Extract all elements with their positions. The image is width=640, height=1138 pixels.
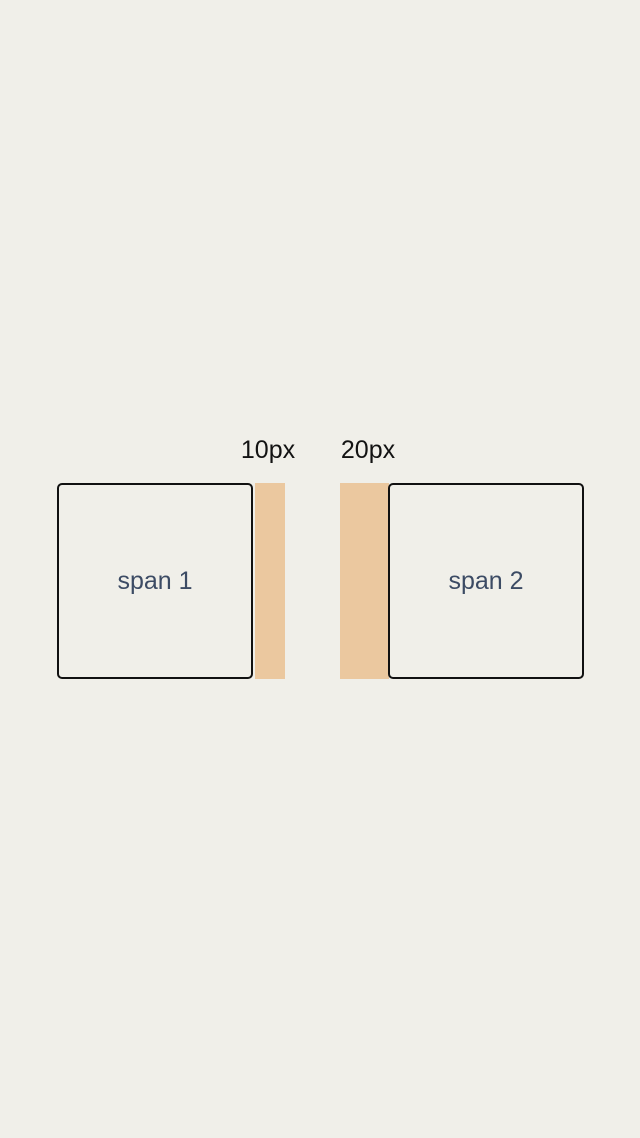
- span1-right-margin-strip: [255, 483, 285, 679]
- span1-label: span 1: [117, 566, 193, 595]
- span2-box: span 2: [388, 483, 584, 679]
- span2-left-margin-strip: [340, 483, 389, 679]
- margin-size-label-20px: 20px: [340, 436, 396, 464]
- margin-size-label-10px: 10px: [240, 436, 296, 464]
- span2-label: span 2: [448, 566, 524, 595]
- span1-box: span 1: [57, 483, 253, 679]
